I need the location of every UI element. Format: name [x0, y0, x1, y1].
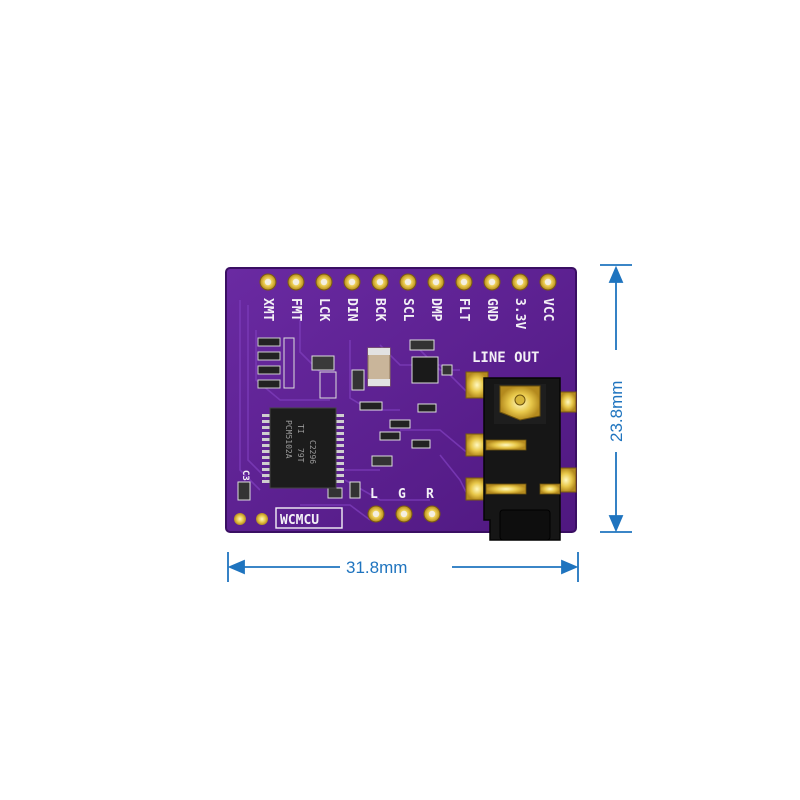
pin-label-bck: BCK [372, 298, 387, 322]
pin-label-flt: FLT [456, 298, 471, 322]
output-pads [367, 505, 441, 523]
pin-label-3v3: 3.3V [512, 298, 527, 329]
pin-label-xmt: XMT [260, 298, 275, 322]
height-label: 23.8mm [607, 381, 626, 442]
output-label-g: G [398, 487, 406, 502]
pin-label-gnd: GND [484, 298, 499, 322]
chip-text-lot: 79T [296, 448, 305, 463]
smd-components [237, 337, 453, 501]
pin-label-fmt: FMT [288, 298, 303, 322]
line-out-label: LINE OUT [472, 350, 539, 366]
brand-label-box [275, 507, 343, 529]
mount-pad-2 [256, 513, 268, 525]
dac-chip: PCM5102A 79T C2296 TI [262, 407, 344, 489]
output-label-l: L [370, 487, 378, 502]
output-label-r: R [426, 487, 434, 502]
brand-label: WCMCU [280, 513, 319, 528]
ti-logo: TI [296, 424, 305, 434]
chip-text-model: PCM5102A [284, 420, 293, 459]
pin-label-dmp: DMP [428, 298, 443, 322]
pin-label-scl: SCL [400, 298, 415, 322]
pin-labels: XMT FMT LCK DIN BCK SCL DMP FLT GND 3.3V… [260, 298, 555, 329]
width-label: 31.8mm [346, 558, 407, 577]
audio-jack [465, 371, 577, 541]
pin-label-lck: LCK [316, 298, 331, 322]
width-dimension [227, 552, 579, 582]
mount-pad-1 [234, 513, 246, 525]
pin-label-din: DIN [344, 298, 359, 322]
pin-label-vcc: VCC [540, 298, 555, 321]
chip-text-code: C2296 [308, 440, 317, 464]
header-pads [259, 273, 557, 291]
cap-label-c3: C3 [240, 470, 250, 481]
pcb-board: XMT FMT LCK DIN BCK SCL DMP FLT GND 3.3V… [225, 267, 577, 541]
height-dimension [600, 264, 632, 533]
